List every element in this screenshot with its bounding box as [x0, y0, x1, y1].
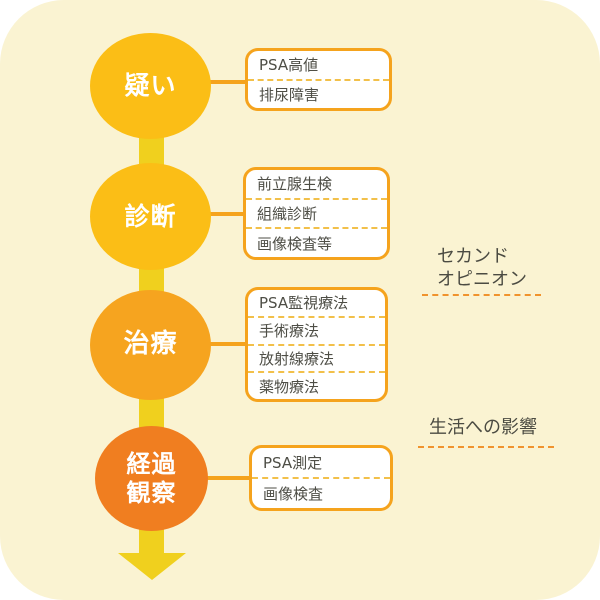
detail-item-label: 前立腺生検 — [257, 175, 333, 194]
annotation-second-opinion-underline — [422, 294, 541, 296]
step-circle-diagnosis: 診断 — [90, 163, 211, 270]
detail-item-label: 組織診断 — [257, 205, 318, 223]
detail-item-label: 画像検査等 — [257, 234, 333, 253]
connector-treatment — [205, 342, 248, 346]
detail-item-label: PSA監視療法 — [259, 294, 349, 313]
detail-item: 画像検査 — [252, 479, 390, 508]
connector-suspicion — [205, 80, 248, 84]
step-label-suspicion: 疑い — [124, 71, 177, 100]
detail-item: PSA測定 — [252, 448, 390, 479]
detail-item: 薬物療法 — [248, 373, 385, 399]
detail-item-label: 排尿障害 — [259, 85, 320, 104]
annotation-life-impact-underline — [418, 446, 554, 448]
annotation-life-impact: 生活への影響 — [429, 417, 537, 438]
detail-item-label: 放射線療法 — [259, 349, 335, 368]
detail-item: 排尿障害 — [248, 81, 389, 109]
detail-box-suspicion: PSA高値 排尿障害 — [245, 48, 392, 111]
detail-item-label: 手術療法 — [259, 322, 320, 341]
step-circle-suspicion: 疑い — [90, 33, 211, 139]
step-label-treatment: 治療 — [123, 329, 178, 360]
detail-box-diagnosis: 前立腺生検 組織診断 画像検査等 — [243, 167, 390, 260]
step-circle-treatment: 治療 — [90, 290, 211, 400]
detail-item-label: 画像検査 — [263, 485, 324, 503]
detail-item: 画像検査等 — [246, 229, 387, 257]
connector-diagnosis — [205, 212, 248, 216]
detail-item: 手術療法 — [248, 318, 385, 346]
detail-item: 組織診断 — [246, 200, 387, 230]
detail-box-followup: PSA測定 画像検査 — [249, 445, 393, 511]
annotation-second-opinion: セカンド オピニオン — [437, 246, 527, 291]
detail-item: PSA高値 — [248, 51, 389, 81]
detail-item-label: 薬物療法 — [259, 377, 320, 396]
step-label-followup: 経過 観察 — [126, 449, 177, 507]
connector-followup — [205, 476, 252, 480]
detail-item-label: PSA測定 — [263, 454, 323, 472]
detail-item: PSA監視療法 — [248, 290, 385, 318]
step-circle-followup: 経過 観察 — [95, 426, 208, 531]
detail-item: 前立腺生検 — [246, 170, 387, 200]
step-label-diagnosis: 診断 — [124, 201, 177, 231]
detail-item: 放射線療法 — [248, 346, 385, 374]
detail-item-label: PSA高値 — [259, 56, 319, 75]
detail-box-treatment: PSA監視療法 手術療法 放射線療法 薬物療法 — [245, 287, 388, 402]
flow-arrow-down-icon — [118, 553, 186, 580]
